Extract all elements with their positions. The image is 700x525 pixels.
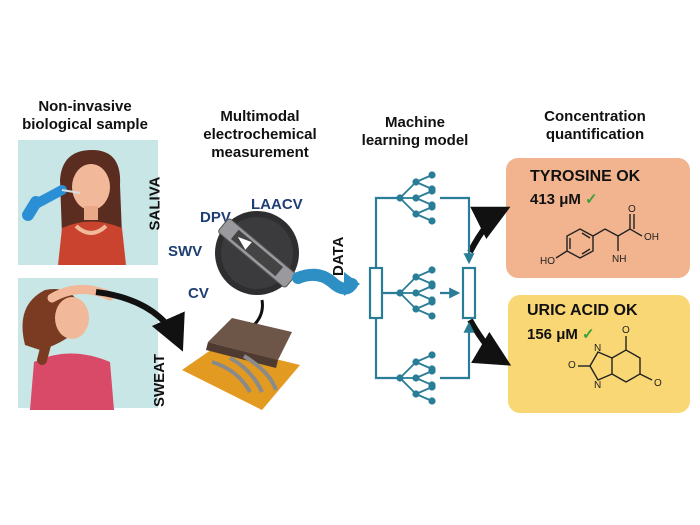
decision-tree (396, 171, 436, 225)
uric-acid-concentration: 156 μM (527, 326, 578, 343)
tyrosine-ho-label: HO (540, 256, 555, 267)
saliva-person-illustration (22, 150, 126, 265)
decision-tree (396, 351, 436, 405)
header-measurement: Multimodal electrochemical measurement (203, 108, 317, 161)
ml-network (368, 196, 477, 380)
mode-swv: SWV (168, 243, 203, 260)
mode-selector-knob (215, 211, 299, 295)
decision-tree (396, 266, 436, 320)
mode-cv: CV (188, 285, 209, 302)
uric-acid-title: URIC ACID OK (527, 302, 638, 319)
uric-acid-card (508, 295, 690, 413)
tyrosine-title: TYROSINE OK (530, 168, 641, 185)
data-label: DATA (330, 236, 347, 276)
sweat-person-illustration (22, 285, 115, 410)
tyrosine-concentration: 413 μM (530, 191, 581, 208)
electrode-sensor (182, 318, 300, 410)
tyrosine-o-label: O (628, 204, 636, 215)
header-sample: Non-invasive biological sample (22, 98, 148, 133)
ua-n-2: N (594, 380, 602, 391)
mode-laacv: LAACV (251, 196, 303, 213)
uric-acid-value: 156 μM ✓ (527, 325, 595, 343)
ua-o-left: O (568, 360, 576, 371)
decision-trees (396, 171, 436, 405)
tyrosine-value: 413 μM ✓ (530, 190, 598, 208)
uric-acid-structure (578, 336, 653, 383)
check-icon: ✓ (582, 326, 595, 343)
mode-dpv: DPV (200, 209, 231, 226)
tyrosine-structure (555, 214, 643, 259)
check-icon: ✓ (585, 191, 598, 208)
ua-o-top: O (622, 325, 630, 336)
ua-o-right: O (654, 378, 662, 389)
tyrosine-nh2-label: NH (612, 254, 626, 265)
header-ml: Machine learning model (361, 114, 469, 149)
tyrosine-card (506, 158, 690, 278)
header-quant: Concentration quantification (544, 108, 646, 143)
tyrosine-oh-label: OH (644, 232, 659, 243)
ua-n-1: N (594, 343, 602, 354)
